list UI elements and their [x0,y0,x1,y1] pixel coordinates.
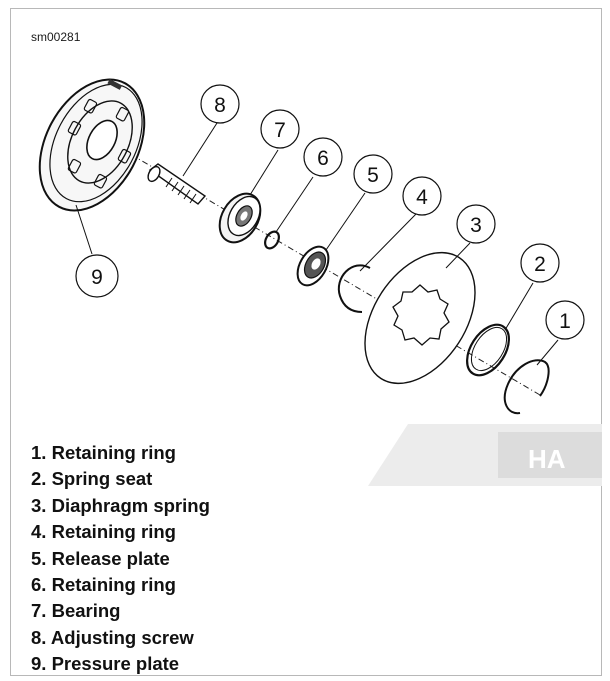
watermark: HA [368,424,602,486]
pressure-plate-part [38,78,146,212]
legend-item: 1. Retaining ring [31,440,210,466]
release-plate-part [296,245,330,287]
leader-lines [75,122,559,366]
legend-item-number: 9. [31,653,47,675]
legend-item: 7. Bearing [31,598,210,624]
legend-item-label: Pressure plate [51,653,180,675]
retaining-ring-1-part [503,359,550,415]
callout-7-label: 7 [274,119,286,142]
callout-7: 7 [260,109,300,149]
callout-6: 6 [303,137,343,177]
legend-item-number: 6. [31,574,47,596]
callout-5-label: 5 [367,164,379,187]
legend-item-label: Release plate [51,547,170,569]
callout-8: 8 [200,84,240,124]
legend-item: 9. Pressure plate [31,651,210,677]
callout-8-label: 8 [214,94,226,117]
legend-item: 2. Spring seat [31,466,210,492]
legend-item-number: 8. [31,626,47,648]
diaphragm-spring-part [364,251,476,385]
legend-item-number: 2. [31,468,47,490]
callout-5: 5 [353,154,393,194]
legend-item-number: 7. [31,600,47,622]
watermark-text: HA [528,444,566,474]
adjusting-screw-part [147,163,207,205]
parts-legend: 1. Retaining ring 2. Spring seat 3. Diap… [31,440,210,678]
legend-item-number: 5. [31,547,47,569]
legend-item-label: Diaphragm spring [51,494,210,516]
bearing-part [218,192,262,244]
legend-item: 8. Adjusting screw [31,625,210,651]
callout-6-label: 6 [317,147,329,170]
callout-9: 9 [75,254,119,298]
legend-item-label: Spring seat [51,468,153,490]
callout-3-label: 3 [470,214,482,237]
legend-item: 4. Retaining ring [31,519,210,545]
retaining-ring-4-part [337,264,371,313]
legend-item-label: Retaining ring [51,521,176,543]
legend-item: 6. Retaining ring [31,572,210,598]
legend-item-number: 4. [31,521,47,543]
callout-4-label: 4 [416,186,428,209]
callout-2-label: 2 [534,253,546,276]
callout-9-label: 9 [91,266,103,289]
callout-2: 2 [520,243,560,283]
callout-1: 1 [545,300,585,340]
legend-item-label: Bearing [51,600,121,622]
callout-4: 4 [402,176,442,216]
legend-item-label: Adjusting screw [50,626,194,648]
legend-item-label: Retaining ring [51,442,176,463]
legend-item: 3. Diaphragm spring [31,493,210,519]
figure-id: sm00281 [31,30,81,44]
legend-item-number: 3. [31,494,47,516]
legend-item-number: 1. [31,442,47,463]
callout-3: 3 [456,204,496,244]
legend-item-label: Retaining ring [51,574,176,596]
spring-seat-part [466,323,510,377]
callout-1-label: 1 [559,310,571,333]
legend-item: 5. Release plate [31,546,210,572]
retaining-ring-6-part [264,230,280,250]
